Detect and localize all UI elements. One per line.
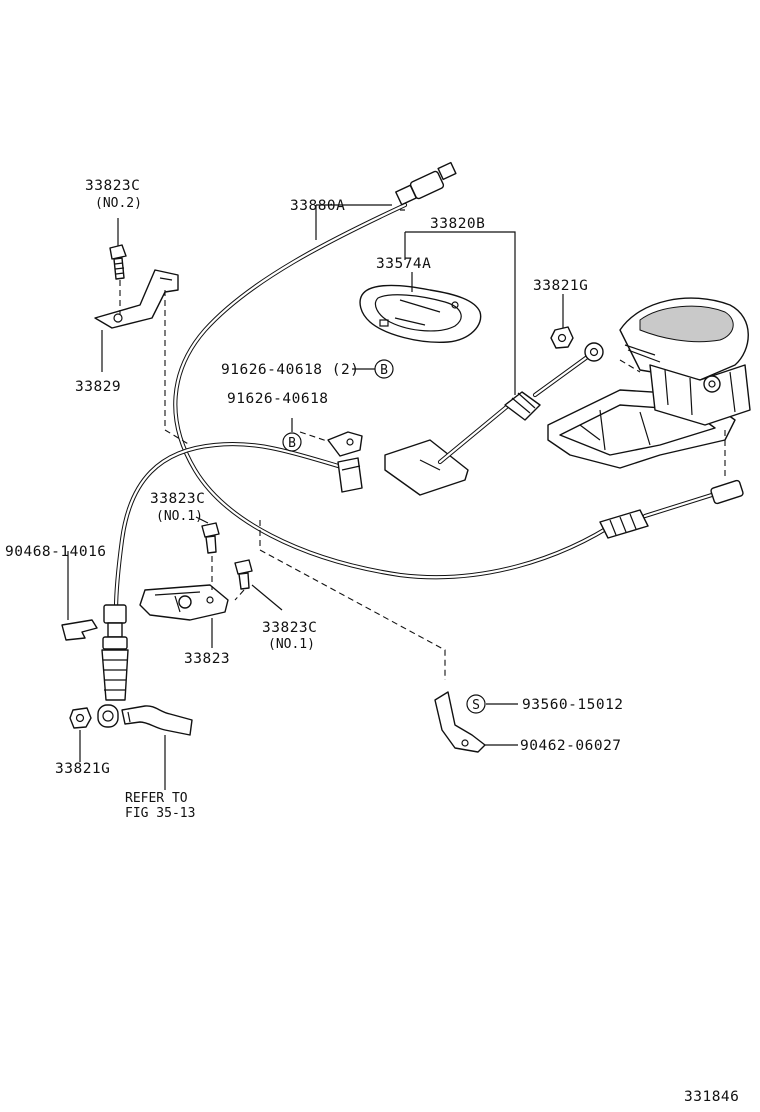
cable-adjuster [97, 604, 129, 728]
label-90468: 90468-14016 [5, 544, 107, 560]
label-33823c-mid: 33823C [150, 491, 205, 507]
joint-refer [121, 705, 193, 736]
marker-b2-text: B [288, 436, 296, 451]
label-90462: 90462-06027 [520, 738, 622, 754]
label-refer-line2: FIG 35-13 [125, 806, 195, 821]
bracket-33823 [139, 584, 229, 621]
marker-s1: S [466, 694, 486, 714]
label-91626-b2: 91626-40618 [227, 391, 329, 407]
bolt-33823c-no2 [109, 244, 127, 280]
nut-33821g-top [550, 326, 574, 349]
label-refer-line1: REFER TO [125, 791, 188, 806]
label-91626-b1: 91626-40618 (2) [221, 362, 359, 378]
bezel-33574a [359, 284, 482, 343]
label-33821g-bottom: 33821G [55, 761, 110, 777]
marker-b1-text: B [380, 363, 388, 378]
label-33823c-low: 33823C [262, 620, 317, 636]
cable-end-right [599, 479, 744, 539]
marker-b1: B [374, 359, 394, 379]
label-33574a: 33574A [376, 256, 431, 272]
label-33823c-no2-sub: (NO.2) [95, 196, 142, 211]
label-33820b: 33820B [430, 216, 485, 232]
bracket-33829 [94, 269, 179, 329]
nut-33821g-bottom [69, 707, 92, 729]
shift-assembly [547, 297, 751, 469]
leader-lines [67, 204, 726, 790]
marker-s1-text: S [472, 698, 480, 713]
label-33829: 33829 [75, 379, 121, 395]
transmission-cable [113, 441, 348, 613]
bolt-33823c-no1-a [201, 522, 220, 554]
cable-end-top [395, 161, 457, 206]
label-33823: 33823 [184, 651, 230, 667]
shift-cable-33880a [173, 202, 623, 580]
label-33880a: 33880A [290, 198, 345, 214]
label-33823c-mid-sub: (NO.1) [156, 509, 203, 524]
clip-90468 [61, 619, 98, 641]
label-33821g-top: 33821G [533, 278, 588, 294]
bracket-b2 [327, 431, 363, 457]
bolt-33823c-no1-b [234, 559, 253, 590]
figure-number: 331846 [684, 1089, 739, 1105]
label-33823c-no2: 33823C [85, 178, 140, 194]
shift-lever-33820b [384, 342, 604, 496]
marker-b2: B [282, 432, 302, 452]
label-33823c-low-sub: (NO.1) [268, 637, 315, 652]
cable-clamp-mid [337, 457, 363, 493]
label-93560: 93560-15012 [522, 697, 624, 713]
